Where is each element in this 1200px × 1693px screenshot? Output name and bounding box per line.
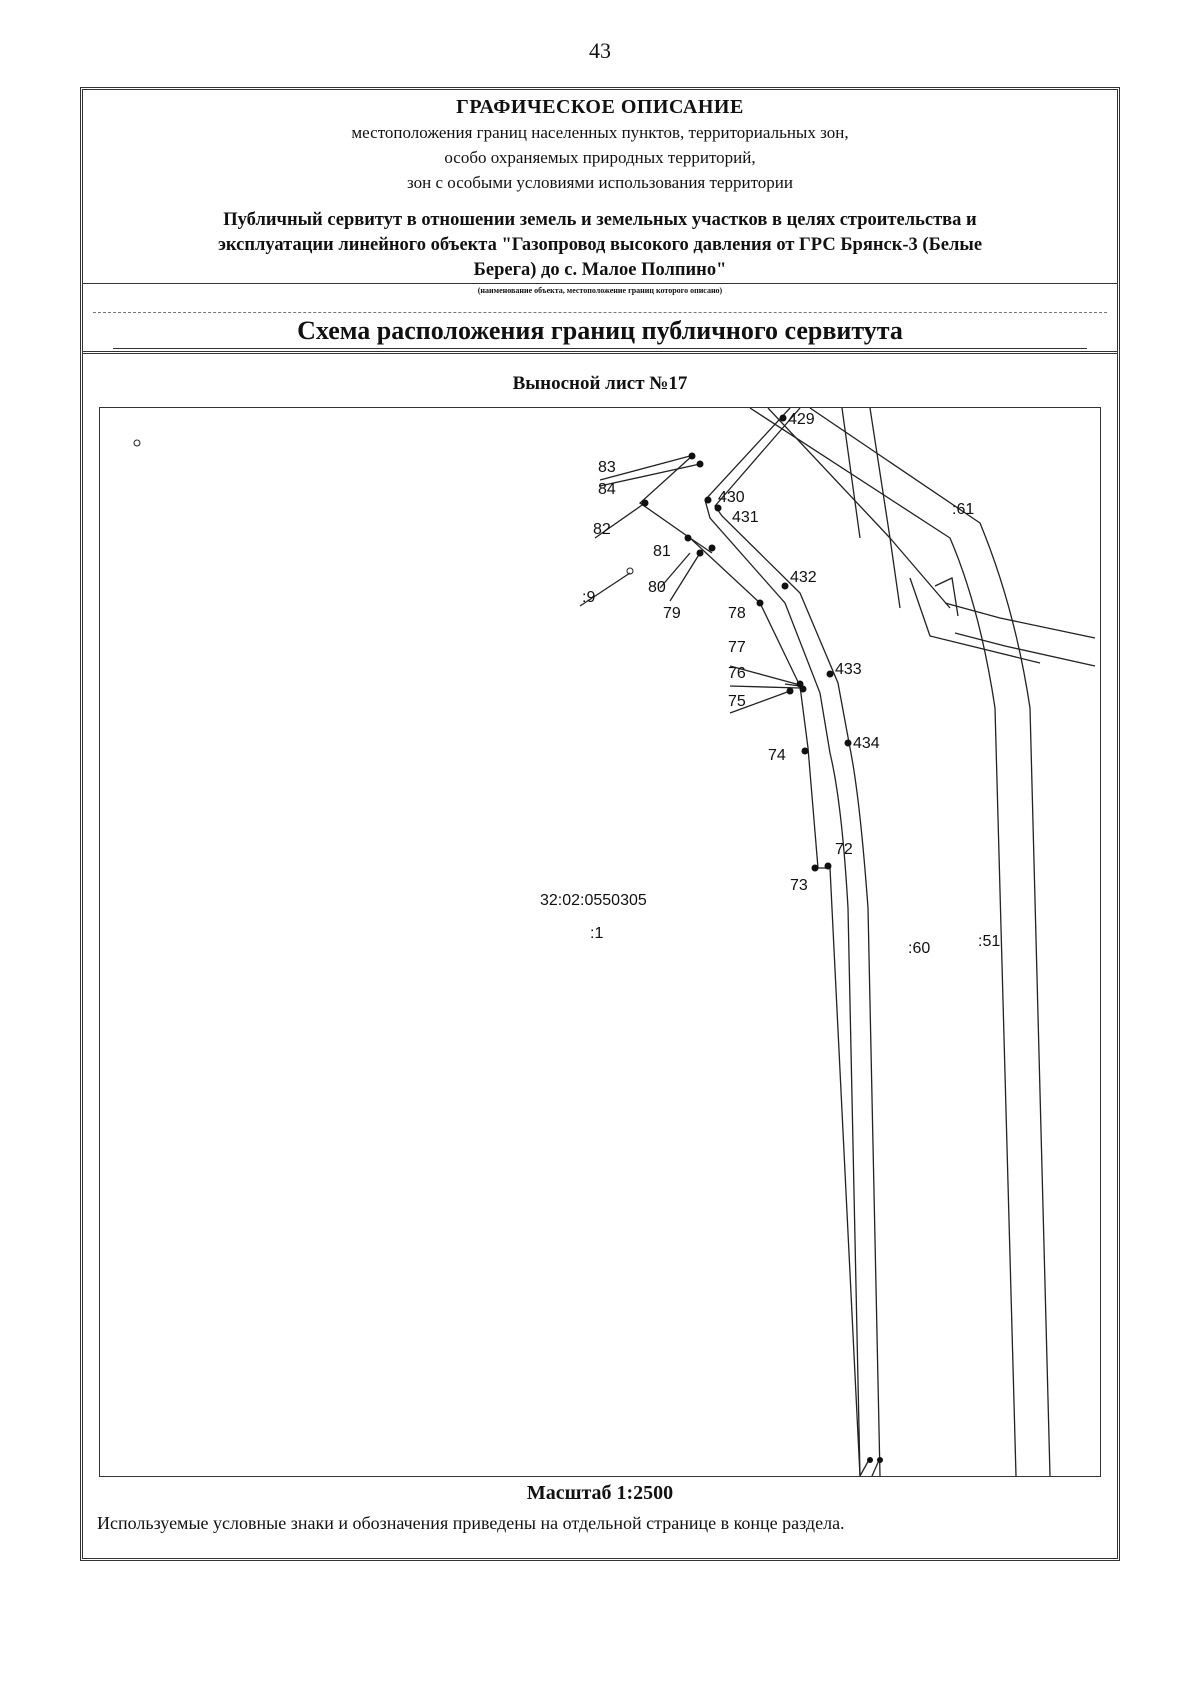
parcel-61-rect — [934, 577, 959, 617]
parcel-line-a — [841, 407, 861, 539]
map-drawing: 429 83 84 430 431 82 81 80 79 432 78 77 … — [133, 407, 1096, 1477]
object-line-2: эксплуатации линейного объекта "Газопров… — [217, 235, 983, 255]
label-75: 75 — [728, 693, 746, 710]
point-80 — [696, 549, 704, 557]
label-431: 431 — [732, 509, 759, 526]
label-79: 79 — [663, 605, 681, 622]
parcel-61-line-2 — [954, 632, 1096, 667]
boundary-points — [641, 414, 883, 1463]
object-caption: (наименование объекта, местоположение гр… — [477, 286, 723, 295]
parcel-9-label: :9 — [582, 589, 595, 606]
easement-right-edge — [714, 407, 881, 1477]
leader-75 — [729, 690, 791, 714]
map-area: 429 83 84 430 431 82 81 80 79 432 78 77 … — [99, 407, 1101, 1477]
map-labels: 429 83 84 430 431 82 81 80 79 432 78 77 … — [540, 411, 1000, 957]
scheme-title: Схема расположения границ публичного сер… — [297, 316, 903, 345]
point-84 — [696, 460, 704, 468]
label-72: 72 — [835, 841, 853, 858]
point-83 — [688, 452, 696, 460]
label-430: 430 — [718, 489, 745, 506]
subtitle-line-2: особо охраняемых природных территорий, — [444, 148, 756, 167]
object-line-1: Публичный сервитут в отношении земель и … — [223, 210, 977, 230]
leader-77 — [729, 665, 801, 686]
dashed-rule — [93, 312, 1107, 313]
point-74 — [801, 747, 809, 755]
point-78 — [756, 599, 764, 607]
point-82 — [641, 499, 649, 507]
leader-9 — [579, 572, 631, 607]
point-9-marker — [626, 567, 634, 575]
survey-marker — [133, 439, 141, 447]
label-83: 83 — [598, 459, 616, 476]
parcel-61-line-1 — [944, 602, 1096, 639]
object-line-3: Берега) до с. Малое Полпино" — [473, 260, 727, 280]
leader-76 — [729, 685, 801, 689]
point-79 — [708, 544, 716, 552]
road-right-edge — [809, 407, 1051, 1477]
label-74: 74 — [768, 747, 786, 764]
label-432: 432 — [790, 569, 817, 586]
label-433: 433 — [835, 661, 862, 678]
label-434: 434 — [853, 735, 880, 752]
leader-84 — [599, 463, 701, 487]
label-82: 82 — [593, 521, 611, 538]
label-81: 81 — [653, 543, 671, 560]
point-433 — [826, 670, 834, 678]
leader-83 — [599, 455, 691, 481]
point-429 — [779, 414, 787, 422]
label-429: 429 — [788, 411, 815, 428]
leader-80 — [659, 552, 691, 589]
label-77: 77 — [728, 639, 746, 656]
object-name: Публичный сервитут в отношении земель и … — [103, 208, 1097, 283]
parcel-1-label: :1 — [590, 925, 603, 942]
legend-note: Используемые условные знаки и обозначени… — [97, 1513, 845, 1533]
label-76: 76 — [728, 665, 746, 682]
parcel-61-line-3 — [909, 577, 1041, 664]
label-80: 80 — [648, 579, 666, 596]
scheme-underline — [113, 348, 1087, 349]
header-block: ГРАФИЧЕСКОЕ ОПИСАНИЕ местоположения гран… — [83, 90, 1117, 354]
leader-79 — [669, 552, 701, 602]
parcel-61-label: :61 — [952, 501, 974, 518]
parcel-line-c — [889, 537, 901, 609]
point-76 — [799, 685, 807, 693]
point-430 — [704, 496, 712, 504]
point-south-2 — [877, 1457, 883, 1463]
servitude-link-80 — [689, 537, 713, 554]
leader-82 — [594, 502, 646, 539]
sheet-label: Выносной лист №17 — [512, 373, 688, 394]
parcel-60-label: :60 — [908, 940, 930, 957]
label-78: 78 — [728, 605, 746, 622]
pipe-line-north — [767, 407, 891, 539]
cadastral-quarter: 32:02:0550305 — [540, 892, 647, 909]
caption-rule — [83, 283, 1117, 284]
page-number: 43 — [589, 38, 611, 63]
parcel-51-label: :51 — [978, 933, 1000, 950]
label-84: 84 — [598, 481, 616, 498]
boundary-lines — [579, 407, 1096, 1477]
point-81 — [684, 534, 692, 542]
point-73 — [811, 864, 819, 872]
subtitle-line-1: местоположения границ населенных пунктов… — [351, 123, 849, 142]
point-75 — [786, 687, 794, 695]
label-73: 73 — [790, 877, 808, 894]
point-south-1 — [867, 1457, 873, 1463]
scale-label: Масштаб 1:2500 — [526, 1482, 674, 1504]
document-title: ГРАФИЧЕСКОЕ ОПИСАНИЕ — [456, 96, 744, 118]
point-72 — [824, 862, 832, 870]
point-434 — [844, 739, 852, 747]
point-431 — [714, 504, 722, 512]
document-frame: ГРАФИЧЕСКОЕ ОПИСАНИЕ местоположения гран… — [80, 87, 1120, 1561]
easement-left-edge — [704, 407, 861, 1477]
point-432 — [781, 582, 789, 590]
subtitle-line-3: зон с особыми условиями использования те… — [407, 173, 793, 192]
road-left-edge — [749, 407, 1017, 1477]
